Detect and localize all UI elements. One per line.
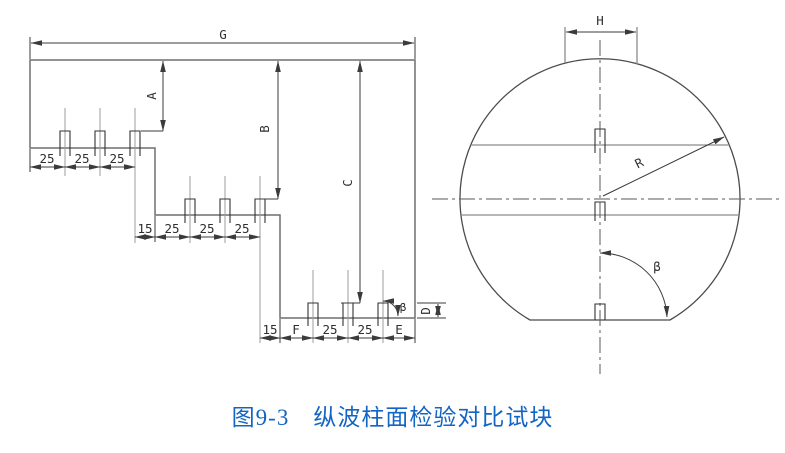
dimension-H: H [565, 13, 637, 35]
hole-glyph [594, 128, 606, 153]
dim-row-step2: 15 25 25 25 [134, 221, 261, 240]
angle-beta-right: β [599, 250, 670, 318]
dim-label: 25 [322, 322, 337, 337]
dim-label: 25 [199, 221, 214, 236]
dim-label: 25 [164, 221, 179, 236]
dimension-R: R [602, 136, 725, 197]
block-outline [29, 59, 416, 319]
hole-glyph [94, 130, 106, 156]
hole-glyph [129, 130, 141, 156]
dim-label: 25 [109, 151, 124, 166]
dim-label: 15 [137, 221, 152, 236]
dim-label: E [395, 322, 403, 337]
dim-label: F [292, 322, 300, 337]
hole-glyph [219, 198, 231, 223]
angle-label-beta: β [653, 259, 661, 274]
hole-glyph [184, 198, 196, 223]
dimension-B: B [256, 60, 281, 200]
dimension-A: A [141, 60, 166, 132]
dim-label: 15 [262, 322, 277, 337]
dim-label-D: D [418, 307, 433, 315]
dim-label: 25 [39, 151, 54, 166]
hole-centerlines [64, 108, 384, 343]
cylinder-section-view: H R β [432, 13, 783, 374]
angle-label-beta: β [400, 301, 407, 314]
extension-lines [29, 37, 446, 343]
stepped-block-view: G A B C D 25 25 25 [29, 27, 446, 343]
dim-label-C: C [340, 179, 355, 187]
dimension-G: G [30, 27, 415, 46]
dim-label-H: H [596, 13, 604, 28]
dim-label-A: A [144, 92, 159, 100]
hole-glyph [59, 130, 71, 156]
dim-label-G: G [219, 27, 227, 42]
dimension-D: D [418, 303, 441, 318]
dim-label: 25 [357, 322, 372, 337]
dimension-C: C [340, 60, 363, 304]
dim-label: 25 [234, 221, 249, 236]
angle-beta-left: β [382, 298, 407, 317]
dim-label-R: R [632, 154, 646, 171]
dim-row-step3: 15 F 25 25 E [259, 322, 416, 341]
dim-row-step1: 25 25 25 [29, 151, 136, 170]
cylinder-outline [459, 58, 741, 321]
figure-caption: 图9-3 纵波柱面检验对比试块 [231, 405, 554, 430]
dim-label: 25 [74, 151, 89, 166]
dim-label-B: B [257, 125, 272, 133]
hole-glyph [594, 201, 606, 221]
hole-glyph [307, 302, 319, 326]
